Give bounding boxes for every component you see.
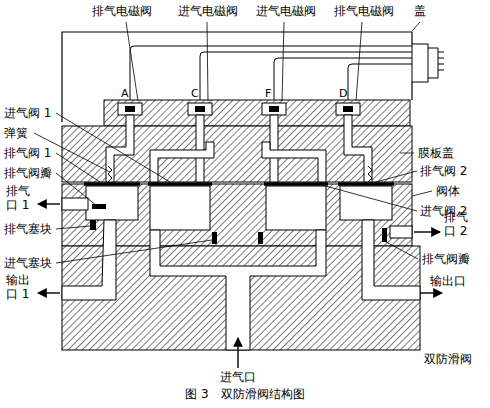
port-name: 输出 口 1: [6, 273, 36, 301]
part-name: 排气电磁阀: [334, 4, 394, 18]
valve-discs: [90, 204, 387, 244]
flow-arrows: [38, 204, 442, 368]
solenoid-boxes: [118, 103, 360, 115]
figure-caption: 图 3 双防滑阀结构图: [185, 386, 304, 403]
part-name: 排气阀瓣: [4, 166, 52, 180]
air-channels: [62, 115, 420, 350]
leader-lines: [34, 22, 432, 263]
port-name: 排气 口 2: [444, 210, 474, 238]
part-name: 进气阀 1: [4, 106, 51, 120]
connector-thread: [428, 48, 444, 78]
part-name: 排气阀 1: [4, 146, 51, 160]
part-name: 阀体: [436, 184, 460, 198]
part-name: 进气电磁阀: [178, 4, 238, 18]
port-name: 进气口: [220, 370, 256, 384]
part-name: 排气阀 2: [420, 164, 467, 178]
part-name: 盖: [414, 4, 426, 18]
solenoid-cores: [125, 106, 353, 112]
wires: [130, 46, 412, 104]
part-name: 排气电磁阀: [92, 4, 152, 18]
part-name: 弹簧: [4, 126, 28, 140]
connector: [412, 44, 428, 82]
part-name: 进气塞块: [4, 256, 52, 270]
part-name: 进气电磁阀: [256, 4, 316, 18]
solenoid-block: [104, 100, 410, 126]
part-name: 排气塞块: [4, 222, 52, 236]
solenoid-letter: D: [339, 87, 347, 101]
part-name: 排气阀瓣: [422, 252, 470, 266]
diaphragms: [84, 182, 394, 186]
solenoid-letter: A: [121, 87, 129, 101]
part-name: 双防滑阀: [424, 352, 472, 366]
solenoid-letter: C: [191, 87, 199, 101]
solenoid-letter: F: [265, 87, 271, 101]
port-name: 排气 口 1: [6, 184, 36, 212]
port-name: 输出口: [430, 274, 466, 288]
part-name: 膜板盖: [418, 146, 454, 160]
